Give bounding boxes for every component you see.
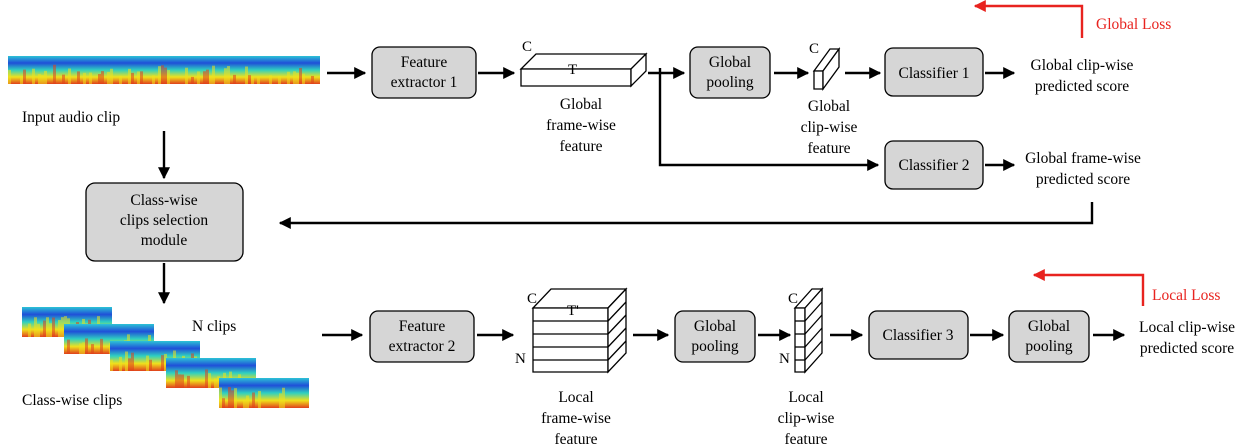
arrow-feature-to-classifier2 (658, 68, 880, 171)
local-clip-feature-line2: clip-wise (778, 410, 835, 427)
gp3-line2: pooling (1025, 338, 1073, 355)
arrow-frame-score-to-selection (278, 202, 1094, 229)
classifier1-label: Classifier 1 (898, 65, 969, 82)
feature-extractor-2: Feature extractor 2 (369, 310, 475, 363)
local-clip-feature-line3: feature (784, 431, 827, 448)
local-frame-feature-line2: frame-wise (541, 410, 611, 427)
local-frame-n-label: N (515, 351, 526, 367)
global-frame-wise-feature-tensor: C T (519, 39, 648, 88)
local-frame-c-label: C (527, 291, 537, 307)
global-frame-score-line2: predicted score (1036, 171, 1130, 188)
local-clip-score-line1: Local clip-wise (1139, 319, 1235, 336)
selection-line2: clips selection (120, 212, 208, 229)
global-frame-t-label: T (568, 62, 577, 78)
local-clip-feature-line1: Local (788, 389, 823, 406)
clip-spectrogram-5 (219, 378, 309, 408)
fe1-line1: Feature (401, 54, 448, 71)
class-wise-clips-label: Class-wise clips (22, 392, 122, 409)
global-pooling-2: Global pooling (674, 310, 756, 363)
local-frame-t-label: T' (567, 303, 579, 319)
global-clip-feature-line1: Global (808, 98, 850, 115)
global-frame-feature-line2: frame-wise (546, 117, 616, 134)
local-clip-wise-feature-tensor: C N (779, 287, 824, 374)
feature-extractor-1: Feature extractor 1 (371, 46, 477, 99)
global-loss-label: Global Loss (1096, 16, 1171, 33)
global-clip-score-line2: predicted score (1035, 78, 1129, 95)
gp1-line2: pooling (706, 74, 754, 91)
fe2-line2: extractor 2 (389, 338, 456, 355)
n-clips-label: N clips (192, 318, 236, 335)
gp2-line1: Global (694, 318, 736, 335)
local-loss-label: Local Loss (1152, 287, 1220, 304)
selection-line3: module (141, 232, 188, 249)
gp1-line1: Global (709, 54, 751, 71)
class-wise-clips-selection-module: Class-wise clips selection module (85, 182, 244, 262)
local-frame-feature-line1: Local (558, 389, 593, 406)
global-clip-feature-line3: feature (807, 140, 850, 157)
fe1-line2: extractor 1 (391, 74, 458, 91)
global-pooling-1: Global pooling (689, 46, 771, 99)
global-clip-feature-line2: clip-wise (801, 119, 858, 136)
global-frame-score-line1: Global frame-wise (1025, 150, 1141, 167)
global-frame-c-label: C (522, 39, 532, 55)
selection-line1: Class-wise (130, 192, 197, 209)
local-clip-score-line2: predicted score (1140, 340, 1234, 357)
local-clip-n-label: N (779, 351, 790, 367)
local-clip-c-label: C (788, 291, 798, 307)
global-frame-feature-line3: feature (559, 138, 602, 155)
input-audio-clip-label: Input audio clip (22, 109, 120, 126)
global-frame-feature-line1: Global (560, 96, 602, 113)
classifier-1: Classifier 1 (884, 47, 984, 97)
global-clip-wise-feature-tensor: C (809, 41, 841, 91)
classifier-2: Classifier 2 (884, 140, 984, 190)
gp2-line2: pooling (691, 338, 739, 355)
global-loss-arrow (973, 0, 1084, 38)
local-loss-arrow (1032, 269, 1145, 306)
classifier-3: Classifier 3 (868, 310, 969, 360)
input-spectrogram (8, 56, 320, 84)
class-wise-clips-spectrograms (22, 307, 309, 408)
input-audio-spectrogram (8, 56, 320, 84)
global-pooling-3: Global pooling (1008, 310, 1090, 363)
local-frame-wise-feature-tensor: C T' N (515, 287, 628, 374)
classifier3-label: Classifier 3 (882, 327, 953, 344)
fe2-line1: Feature (399, 318, 446, 335)
gp3-line1: Global (1028, 318, 1070, 335)
classifier2-label: Classifier 2 (898, 157, 969, 174)
global-clip-c-label: C (809, 41, 819, 57)
global-clip-score-line1: Global clip-wise (1031, 57, 1134, 74)
local-frame-feature-line3: feature (554, 431, 597, 448)
